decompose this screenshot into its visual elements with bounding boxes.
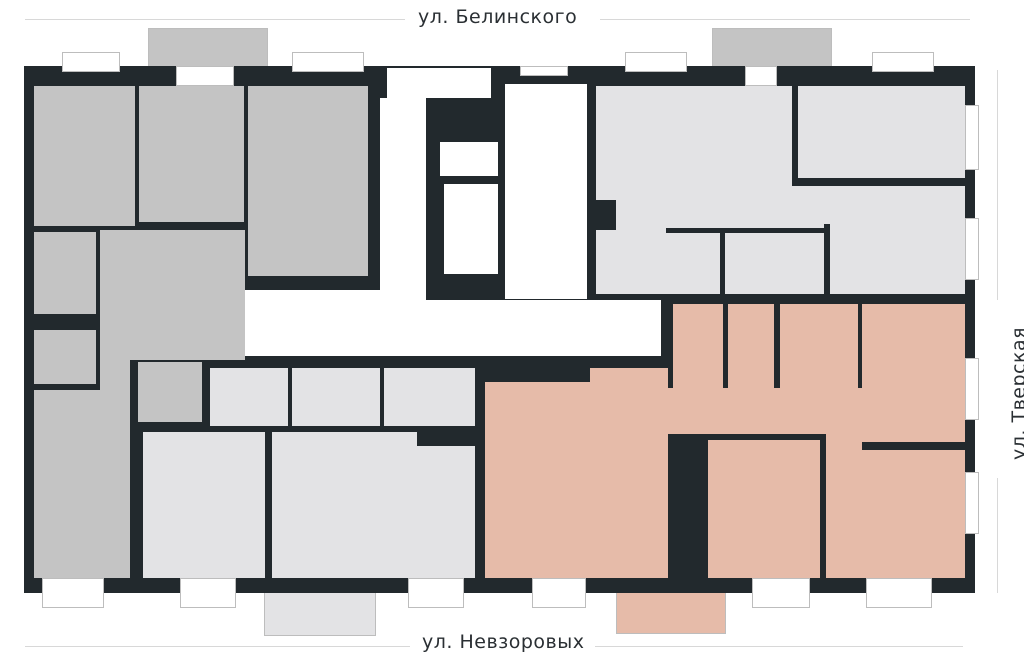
street-label-bottom: ул. Невзоровых: [422, 631, 585, 653]
window: [965, 105, 979, 170]
room[interactable]: [34, 330, 96, 384]
window: [866, 578, 932, 608]
room[interactable]: [34, 232, 96, 314]
window: [62, 52, 120, 72]
wall: [792, 86, 798, 176]
room[interactable]: [862, 304, 965, 442]
stairwell: [387, 68, 491, 98]
window: [532, 578, 586, 608]
lift: [444, 184, 498, 274]
room[interactable]: [34, 86, 135, 226]
room[interactable]: [673, 304, 723, 388]
window: [625, 52, 687, 72]
room[interactable]: [590, 368, 668, 434]
room[interactable]: [100, 360, 130, 390]
window: [180, 578, 236, 608]
balcony[interactable]: [264, 590, 376, 636]
street-line-top-right: [600, 19, 970, 20]
wall: [846, 180, 965, 186]
room[interactable]: [139, 86, 244, 222]
street-line-bottom: [25, 646, 410, 647]
wall: [596, 200, 616, 230]
window: [965, 358, 979, 420]
room[interactable]: [138, 362, 202, 422]
window: [965, 472, 979, 534]
window: [965, 218, 979, 280]
room[interactable]: [798, 86, 965, 178]
street-line-bottom-right: [595, 646, 963, 647]
lift: [440, 142, 498, 176]
street-line-right: [997, 70, 998, 300]
room[interactable]: [248, 86, 368, 276]
room[interactable]: [292, 368, 380, 426]
room[interactable]: [143, 432, 265, 578]
window: [520, 66, 568, 76]
balcony[interactable]: [148, 28, 268, 68]
hallway[interactable]: [668, 388, 862, 434]
street-line-top: [25, 19, 405, 20]
street-label-right: ул. Тверская: [1008, 326, 1024, 460]
balcony[interactable]: [616, 590, 726, 634]
window: [745, 66, 777, 86]
room[interactable]: [210, 368, 288, 426]
room[interactable]: [417, 446, 475, 578]
stairwell: [505, 84, 587, 299]
window: [408, 578, 464, 608]
room[interactable]: [596, 86, 792, 294]
wall: [720, 228, 725, 294]
window: [752, 578, 810, 608]
window: [872, 52, 934, 72]
street-label-top: ул. Белинского: [418, 6, 578, 28]
balcony[interactable]: [712, 28, 832, 68]
room[interactable]: [780, 304, 858, 388]
room[interactable]: [826, 434, 862, 454]
room[interactable]: [708, 440, 820, 578]
hallway[interactable]: [100, 230, 245, 360]
room[interactable]: [826, 450, 965, 578]
room[interactable]: [34, 390, 130, 578]
wall: [824, 224, 830, 294]
window: [176, 66, 234, 86]
window: [292, 52, 364, 72]
corridor: [245, 300, 661, 356]
street-line-right-bottom: [997, 478, 998, 593]
corridor: [245, 290, 385, 304]
window: [42, 578, 104, 608]
wall: [666, 228, 826, 233]
stairwell: [380, 98, 426, 308]
room[interactable]: [728, 304, 774, 388]
room[interactable]: [384, 368, 475, 426]
room[interactable]: [272, 432, 417, 578]
room[interactable]: [792, 186, 965, 294]
